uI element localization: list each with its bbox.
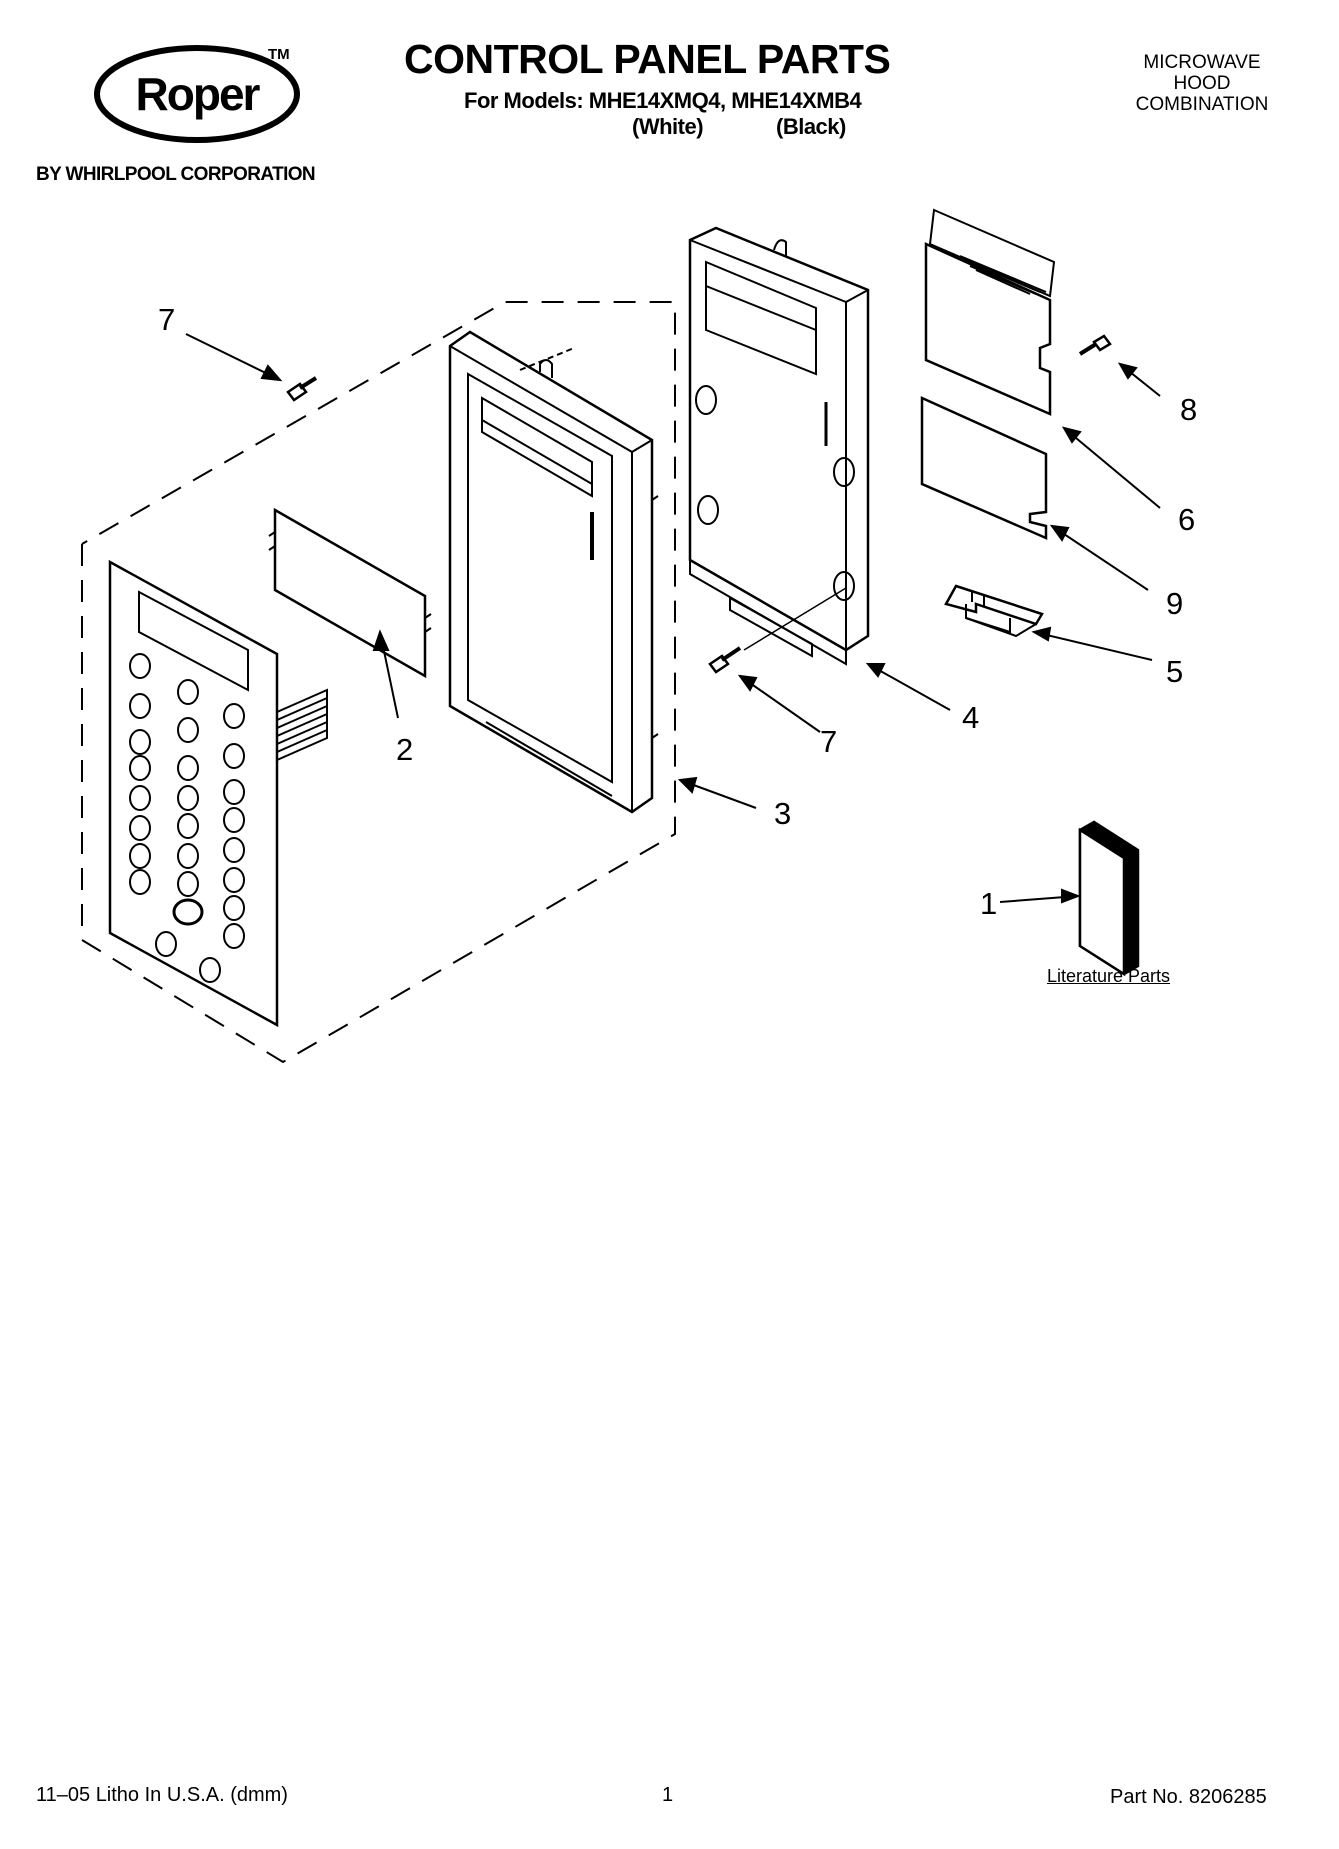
main-circuit-board [924,208,1056,416]
callout-3: 3 [774,796,791,831]
control-panel-frame [448,330,659,814]
leader-lines [185,333,1161,904]
callout-9: 9 [1166,586,1183,621]
logo-wordmark: Roper [136,68,261,120]
color-black-label: (Black) [776,114,846,139]
footer-page-number: 1 [662,1784,674,1806]
product-line-2: HOOD [1173,73,1231,94]
roper-logo: Roper [94,45,300,143]
trademark-mark: TM [268,46,290,63]
literature-booklet [1078,820,1140,977]
callout-8: 8 [1180,392,1197,427]
callout-7-right: 7 [820,724,837,759]
product-line-1: MICROWAVE [1143,52,1261,73]
electronics-housing [688,226,870,666]
callout-1: 1 [980,886,997,921]
screw-7-right [708,646,742,674]
screw-8 [1078,334,1112,356]
screw-7-left [286,376,318,402]
models-line: For Models: MHE14XMQ4, MHE14XMB4 [464,88,862,113]
footer-litho: 11–05 Litho In U.S.A. (dmm) [36,1784,288,1806]
footer-part-number: Part No. 8206285 [1110,1786,1267,1808]
assembly-dashed-outline [81,301,676,1064]
color-white-label: (White) [632,114,704,139]
brand-subtitle: BY WHIRLPOOL CORPORATION [36,164,316,185]
callout-2: 2 [396,732,413,767]
callout-7-left: 7 [158,302,175,337]
insulator-sheet [920,396,1048,540]
literature-parts-label: Literature Parts [1047,966,1171,986]
display-window-lens [268,507,432,679]
callout-5: 5 [1166,654,1183,689]
callout-4: 4 [962,700,979,735]
keypad-membrane [108,559,328,1028]
mounting-bracket [944,584,1044,638]
product-line-3: COMBINATION [1135,94,1269,115]
product-type: MICROWAVE HOOD COMBINATION [1112,52,1292,115]
callout-6: 6 [1178,502,1195,537]
page-title: CONTROL PANEL PARTS [404,36,891,82]
